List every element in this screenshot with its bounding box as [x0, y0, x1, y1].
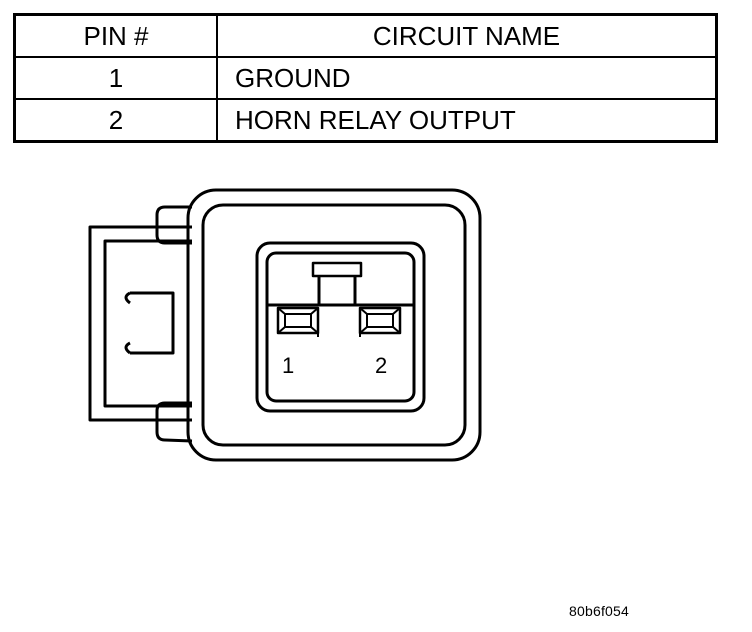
- connector-lock-tab-inner: [103, 239, 192, 408]
- connector-lower-tab: [155, 401, 193, 443]
- terminal-1: [276, 306, 320, 335]
- header-pin-number: PIN #: [13, 13, 218, 58]
- pin-label-2: 2: [375, 353, 387, 378]
- connector-upper-tab: [155, 205, 192, 245]
- connector-lock-tab: [88, 225, 192, 422]
- connector-key: [311, 261, 363, 278]
- connector-face-diagram: 1 2: [88, 188, 482, 462]
- connector-center-rib: [317, 276, 357, 307]
- table-row: 2 HORN RELAY OUTPUT: [13, 98, 718, 143]
- table-row: 1 GROUND: [13, 56, 718, 100]
- header-circuit-name: CIRCUIT NAME: [216, 13, 718, 58]
- pin-circuit-table: PIN # CIRCUIT NAME 1 GROUND 2 HORN RELAY…: [13, 13, 718, 143]
- connector-latch: [130, 291, 175, 355]
- terminal-2: [358, 306, 402, 335]
- pin-label-1: 1: [282, 353, 294, 378]
- row-2-circuit: HORN RELAY OUTPUT: [216, 98, 718, 143]
- figure-code: 80b6f054: [569, 603, 629, 619]
- row-1-circuit: GROUND: [216, 56, 718, 100]
- connector-cavity-outer: [255, 241, 426, 413]
- connector-cavity-inner: [265, 251, 416, 403]
- row-1-pin: 1: [13, 56, 218, 100]
- row-2-pin: 2: [13, 98, 218, 143]
- table-header-row: PIN # CIRCUIT NAME: [13, 13, 718, 58]
- connector-housing-inner: [201, 203, 467, 447]
- connector-housing-outer: [186, 188, 482, 462]
